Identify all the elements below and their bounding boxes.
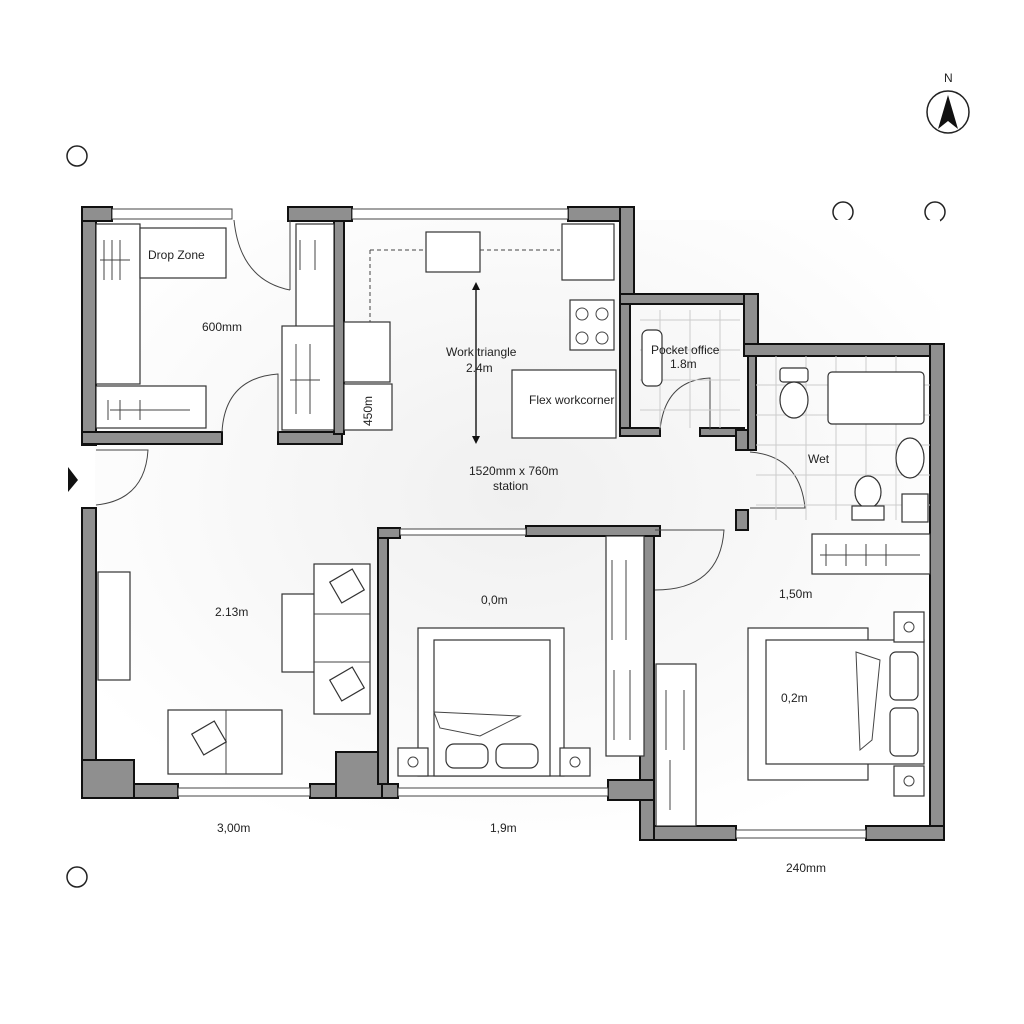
bedroom-1-furniture: [397, 535, 645, 777]
dimension-right: 240mm: [786, 861, 826, 875]
bedroom-2-furniture: [655, 533, 931, 827]
drop-zone-furniture: [95, 223, 335, 431]
pocket-office-label: Pocket office: [651, 343, 720, 357]
living-furniture: [97, 563, 371, 775]
cabinet-width: 450m: [361, 396, 375, 426]
drop-zone-label: Drop Zone: [148, 248, 205, 262]
station-size: 1520mm x 760m: [469, 464, 558, 478]
station-label: station: [493, 479, 528, 493]
drop-zone-dimension: 600mm: [202, 320, 242, 334]
flex-workcorner-label: Flex workcorner: [529, 393, 614, 407]
dimension-middle: 1,9m: [490, 821, 517, 835]
dimension-left: 3,00m: [217, 821, 250, 835]
pocket-office-fixtures: [640, 310, 740, 428]
north-arrow-icon: [926, 90, 970, 134]
wet-room-label: Wet: [808, 452, 830, 466]
bedroom-1-dimension: 0,0m: [481, 593, 508, 607]
work-triangle-label: Work triangle: [446, 345, 517, 359]
entrance-arrow-icon: [68, 467, 78, 492]
windows: [111, 208, 867, 839]
walls: [81, 206, 945, 841]
bedroom-2-bed-dimension: 0,2m: [781, 691, 808, 705]
work-triangle-length: 2.4m: [466, 361, 493, 375]
door-swings: [95, 219, 806, 591]
pocket-office-dimension: 1.8m: [670, 357, 697, 371]
kitchen-furniture: [343, 223, 617, 444]
north-label: N: [944, 71, 953, 85]
wet-room-fixtures: [756, 356, 930, 523]
flex-workcorner-desk: [511, 369, 617, 439]
bedroom-2-dimension: 1,50m: [779, 587, 812, 601]
living-room-dimension: 2.13m: [215, 605, 248, 619]
